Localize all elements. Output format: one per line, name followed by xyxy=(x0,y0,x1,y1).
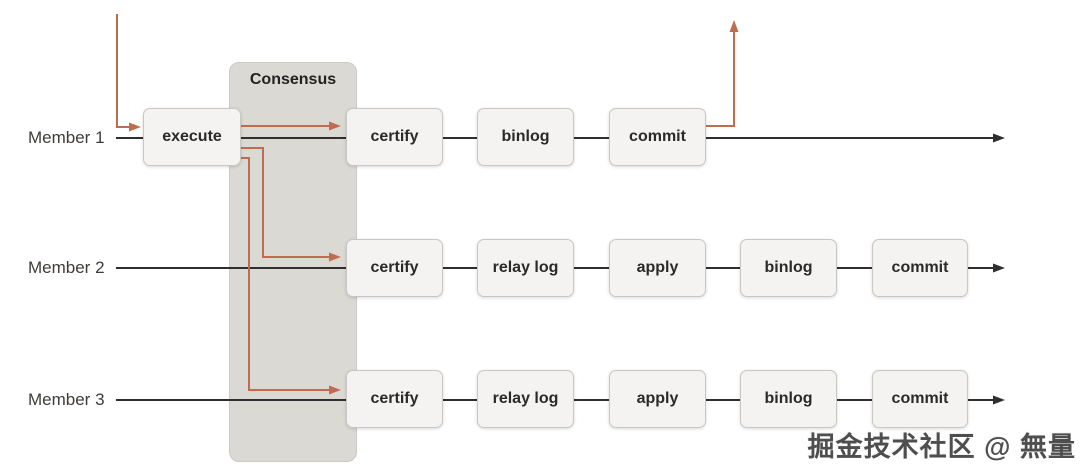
commit-return-arrow xyxy=(706,20,739,127)
node-member3-relay-log: relay log xyxy=(477,370,574,428)
node-member3-binlog: binlog xyxy=(740,370,837,428)
node-member3-commit: commit xyxy=(872,370,968,428)
consensus-label: Consensus xyxy=(249,71,337,88)
execute-to-certify-member3-arrow xyxy=(241,157,341,395)
node-member1-execute: execute xyxy=(143,108,241,166)
node-member2-certify: certify xyxy=(346,239,443,297)
execute-to-certify-member2-arrow xyxy=(241,147,341,262)
node-member3-apply: apply xyxy=(609,370,706,428)
node-member2-relay-log: relay log xyxy=(477,239,574,297)
member3-label: Member 3 xyxy=(28,390,105,409)
node-member1-certify: certify xyxy=(346,108,443,166)
incoming-transaction-arrow xyxy=(116,14,141,132)
node-member2-binlog: binlog xyxy=(740,239,837,297)
node-member2-apply: apply xyxy=(609,239,706,297)
watermark-text: 掘金技术社区 @ 無量 xyxy=(807,432,1076,462)
node-member3-certify: certify xyxy=(346,370,443,428)
node-member2-commit: commit xyxy=(872,239,968,297)
member1-label: Member 1 xyxy=(28,128,105,147)
node-member1-commit: commit xyxy=(609,108,706,166)
node-member1-binlog: binlog xyxy=(477,108,574,166)
member2-label: Member 2 xyxy=(28,258,105,277)
